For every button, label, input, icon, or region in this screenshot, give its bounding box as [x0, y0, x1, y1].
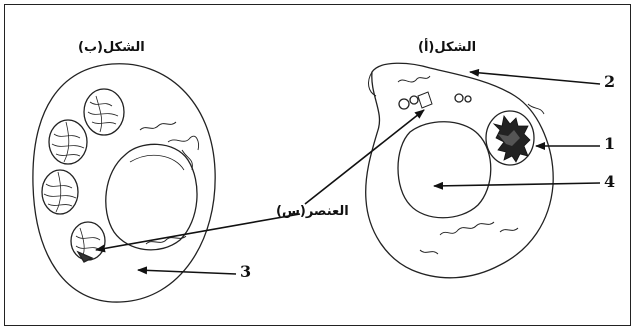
cell-b-chloroplast-1: [83, 88, 125, 136]
title-shape-b: الشكل(ب): [78, 40, 145, 55]
label-number-4: 4: [604, 172, 616, 191]
figure-frame: [4, 4, 631, 326]
cell-b-chloroplast-4: [70, 221, 106, 263]
arrow-element-to-b: [95, 213, 301, 253]
arrow-3: [137, 266, 237, 275]
arrow-4: [433, 181, 601, 190]
label-number-1: 1: [604, 134, 616, 153]
cell-b-chloroplast-2: [48, 119, 88, 165]
cell-a-outer-membrane: [365, 62, 554, 279]
arrow-2: [469, 68, 601, 85]
cell-b-outer-wall: [32, 63, 216, 303]
arrow-element-to-a: [304, 109, 425, 205]
title-shape-a: الشكل(أ): [418, 40, 477, 55]
cell-a: [365, 62, 554, 279]
cell-b-central-body: [105, 143, 198, 251]
cell-b-chloroplast-3: [41, 169, 79, 215]
cell-b: [32, 63, 216, 303]
label-number-3: 3: [240, 262, 252, 281]
cell-a-vacuole: [397, 121, 492, 219]
cell-a-nucleus: [485, 110, 535, 166]
label-number-2: 2: [604, 72, 616, 91]
arrows: [95, 68, 601, 275]
label-element-s: العنصر(س): [276, 204, 349, 219]
